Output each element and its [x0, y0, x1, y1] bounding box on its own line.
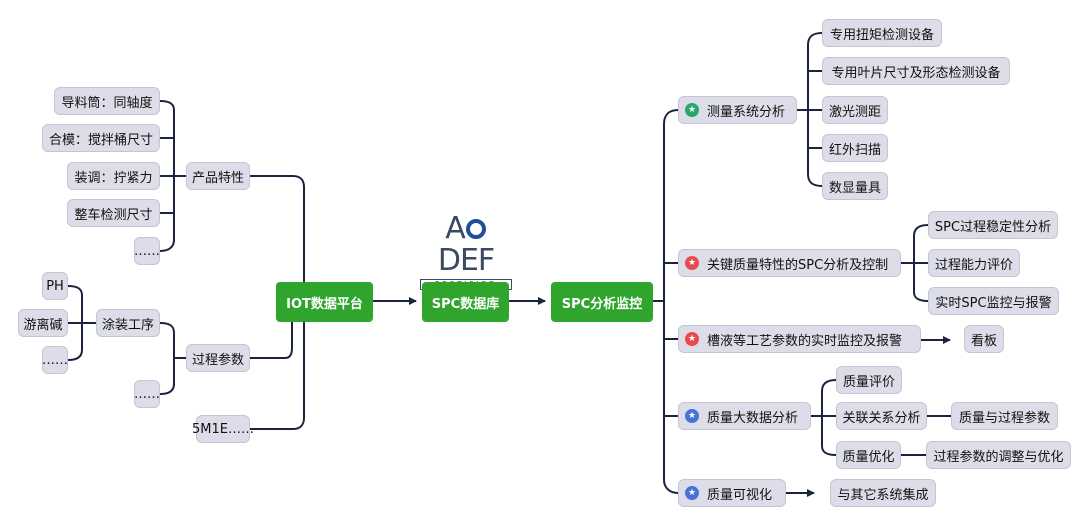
product-item-4: 整车检测尺寸 — [67, 199, 160, 227]
link-product-to-iot — [250, 175, 305, 301]
product-item-1: 导料筒：同轴度 — [54, 87, 160, 115]
product-characteristics: 产品特性 — [186, 162, 250, 190]
quality-process-params: 质量与过程参数 — [951, 402, 1058, 430]
process-more: …… — [134, 380, 160, 408]
link-measure-items — [797, 32, 823, 187]
coating-item-alkali: 游离碱 — [18, 309, 68, 337]
link-spc-trunk — [653, 109, 679, 494]
key-label: 关键质量特性的SPC分析及控制 — [707, 257, 889, 273]
link-5m1e-to-iot — [250, 320, 305, 430]
logo-brand-post: DEF — [437, 243, 495, 278]
measure-item-infrared: 红外扫描 — [822, 134, 888, 162]
coating-item-more: …… — [42, 346, 68, 374]
correlation-analysis: 关联关系分析 — [836, 402, 927, 430]
measure-item-blade: 专用叶片尺寸及形态检测设备 — [822, 57, 1010, 85]
product-item-2: 合模：搅拌桶尺寸 — [42, 124, 160, 152]
link-coating-to-process — [159, 322, 186, 395]
param-adjust-optimize: 过程参数的调整与优化 — [926, 441, 1071, 469]
tank-monitor: ★ 槽液等工艺参数的实时监控及报警 — [678, 325, 921, 353]
logo-o-ring — [465, 219, 486, 239]
star-icon: ★ — [685, 332, 699, 346]
quality-evaluation: 质量评价 — [836, 366, 902, 394]
dashboard-board: 看板 — [964, 325, 1004, 353]
measure-label: 测量系统分析 — [707, 104, 786, 120]
visual-label: 质量可视化 — [707, 487, 773, 503]
link-key-items — [901, 224, 929, 302]
aodef-certified-logo: ADEF CERTIFIED — [420, 213, 512, 290]
key-item-stability: SPC过程稳定性分析 — [928, 211, 1058, 239]
link-product-items — [159, 100, 186, 252]
spc-database: SPC数据库 — [422, 282, 509, 322]
coating-process: 涂装工序 — [96, 309, 160, 337]
product-item-5: …… — [134, 237, 160, 265]
iot-data-platform: IOT数据平台 — [276, 282, 373, 322]
key-item-realtime: 实时SPC监控与报警 — [928, 287, 1059, 315]
link-coating-items — [67, 285, 96, 361]
link-bigdata-items — [811, 379, 837, 456]
key-item-capability: 过程能力评价 — [928, 249, 1020, 277]
measure-item-gauge: 数显量具 — [822, 172, 888, 200]
measure-item-torque: 专用扭矩检测设备 — [822, 19, 942, 47]
star-icon: ★ — [685, 256, 699, 270]
link-process-to-iot — [250, 320, 293, 359]
spc-analysis-monitor: SPC分析监控 — [551, 282, 653, 322]
measure-system-analysis: ★ 测量系统分析 — [678, 96, 797, 124]
star-icon: ★ — [685, 486, 699, 500]
bigdata-label: 质量大数据分析 — [707, 410, 799, 426]
product-item-3: 装调：拧紧力 — [67, 162, 160, 190]
5m1e-node: 5M1E…… — [192, 415, 254, 443]
quality-optimization: 质量优化 — [836, 441, 901, 469]
tank-label: 槽液等工艺参数的实时监控及报警 — [707, 333, 903, 349]
star-icon: ★ — [685, 409, 699, 423]
coating-item-ph: PH — [42, 272, 68, 300]
measure-item-laser: 激光测距 — [822, 96, 888, 124]
key-quality-spc: ★ 关键质量特性的SPC分析及控制 — [678, 249, 901, 277]
logo-brand-pre: A — [445, 211, 466, 246]
process-parameters: 过程参数 — [186, 344, 250, 372]
quality-big-data: ★ 质量大数据分析 — [678, 402, 811, 430]
quality-visualization: ★ 质量可视化 — [678, 479, 786, 507]
system-integration: 与其它系统集成 — [830, 479, 936, 507]
star-icon: ★ — [685, 103, 699, 117]
